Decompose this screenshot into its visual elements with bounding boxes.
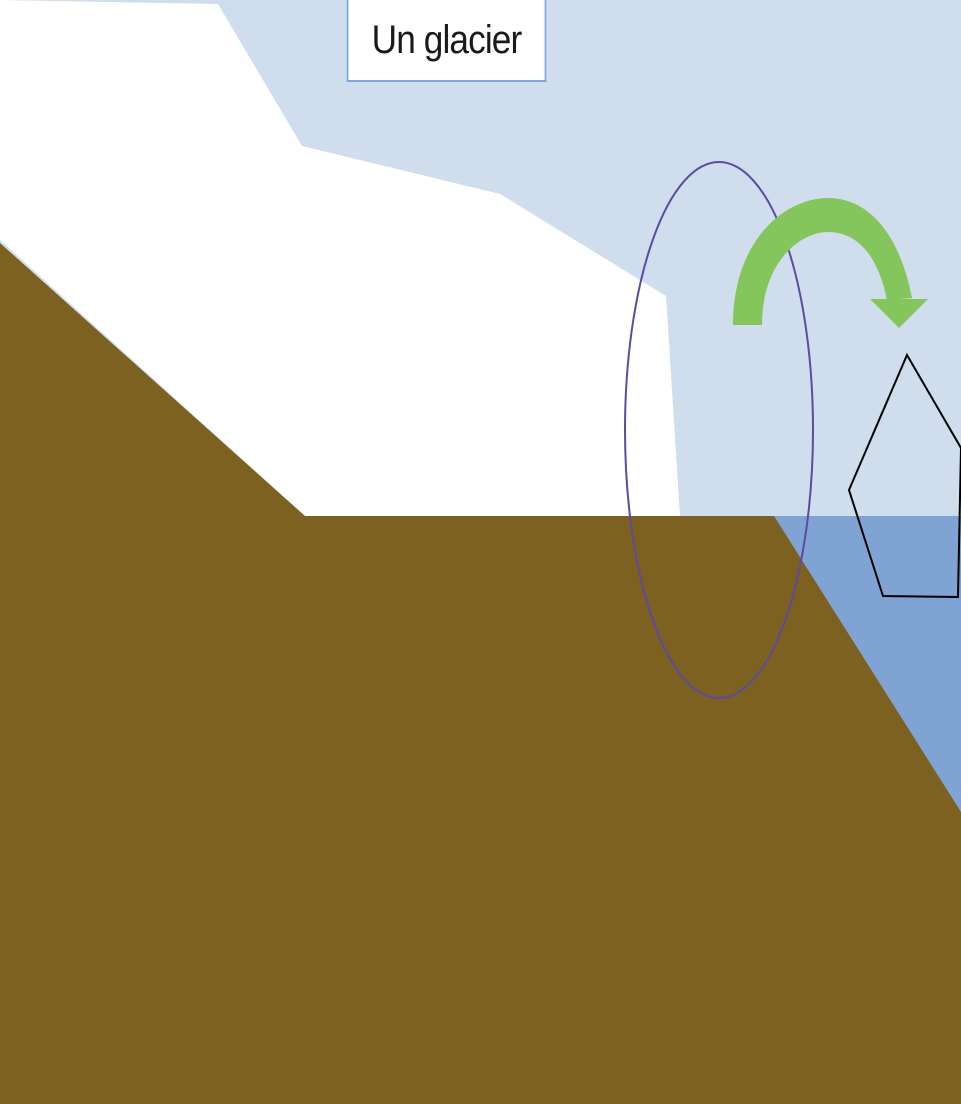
diagram-title: Un glacier bbox=[347, 0, 547, 82]
